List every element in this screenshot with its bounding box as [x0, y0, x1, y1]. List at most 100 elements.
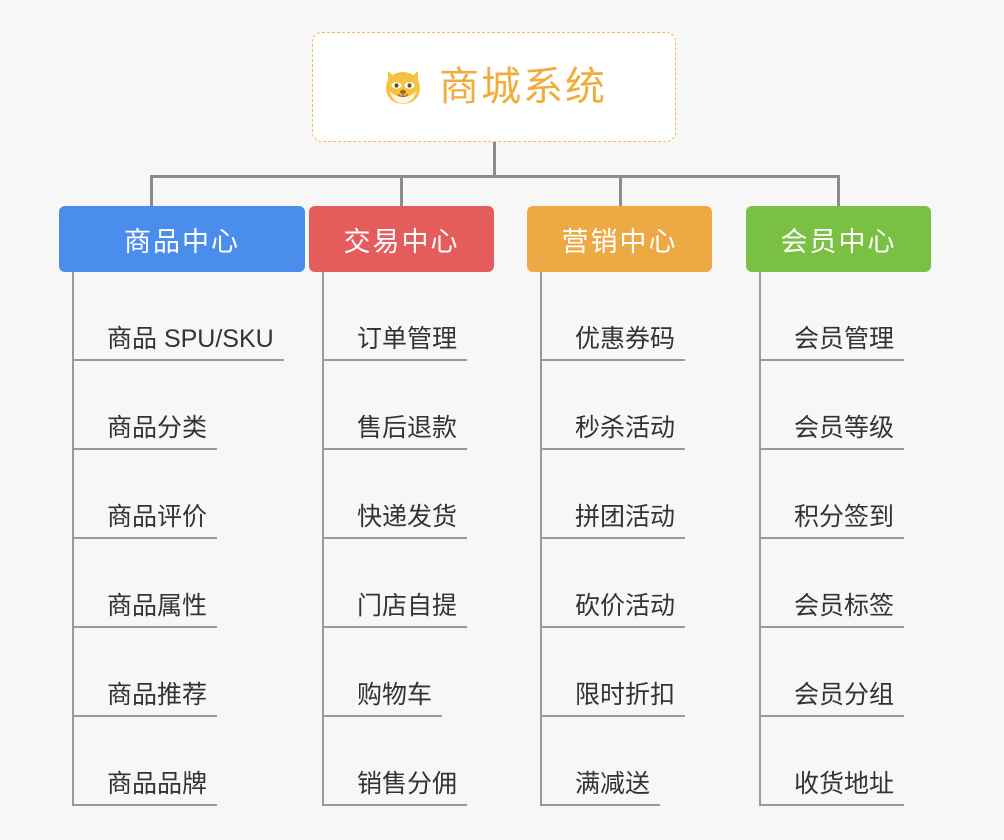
list-item-label: 会员等级 [794, 414, 895, 442]
column-member-center: 会员中心 会员管理 会员等级 积分签到 会员标签 会员分组 [746, 206, 931, 806]
list-item[interactable]: 限时折扣 [541, 628, 712, 717]
item-underline [541, 537, 685, 539]
root-title: 商城系统 [439, 65, 607, 109]
list-item[interactable]: 售后退款 [323, 361, 494, 450]
spine-line [322, 272, 324, 806]
item-underline [323, 359, 467, 361]
category-label: 营销中心 [561, 226, 678, 257]
item-underline [541, 715, 685, 717]
item-underline [73, 715, 217, 717]
column-trade-center: 交易中心 订单管理 售后退款 快递发货 门店自提 购物车 [309, 206, 494, 806]
connector-horizontal-bus [150, 175, 840, 178]
category-header-product-center[interactable]: 商品中心 [59, 206, 305, 272]
category-header-member-center[interactable]: 会员中心 [746, 206, 931, 272]
item-underline [760, 448, 904, 450]
column-product-center: 商品中心 商品 SPU/SKU 商品分类 商品评价 商品属性 商品推荐 [59, 206, 305, 806]
item-underline [541, 448, 685, 450]
list-item-label: 订单管理 [357, 325, 458, 353]
item-underline [73, 626, 217, 628]
item-underline [323, 537, 467, 539]
list-item[interactable]: 商品评价 [73, 450, 305, 539]
item-underline [760, 626, 904, 628]
item-underline [323, 448, 467, 450]
list-item[interactable]: 订单管理 [323, 272, 494, 361]
list-item[interactable]: 商品分类 [73, 361, 305, 450]
connector-root-vertical [493, 142, 496, 177]
connector-drop-4 [837, 175, 840, 210]
item-underline [541, 626, 685, 628]
item-underline [323, 715, 442, 717]
list-item[interactable]: 门店自提 [323, 539, 494, 628]
list-item[interactable]: 会员等级 [760, 361, 931, 450]
list-item-label: 会员管理 [794, 325, 895, 353]
item-underline [541, 804, 660, 806]
list-item-label: 拼团活动 [575, 503, 676, 531]
connector-drop-3 [619, 175, 622, 210]
spine-line [540, 272, 542, 806]
item-underline [73, 804, 217, 806]
list-item-label: 会员标签 [794, 592, 895, 620]
list-item-label: 会员分组 [794, 681, 895, 709]
column-marketing-center: 营销中心 优惠券码 秒杀活动 拼团活动 砍价活动 限时折扣 [527, 206, 712, 806]
list-item[interactable]: 优惠券码 [541, 272, 712, 361]
item-underline [541, 359, 685, 361]
category-label: 商品中心 [124, 226, 240, 257]
root-node[interactable]: 商城系统 [312, 32, 676, 142]
category-label: 交易中心 [343, 226, 460, 257]
list-item-label: 销售分佣 [357, 770, 458, 798]
item-underline [323, 804, 467, 806]
list-item-label: 优惠券码 [575, 325, 676, 353]
list-item-label: 快递发货 [357, 503, 458, 531]
list-item-label: 购物车 [357, 681, 433, 709]
list-item[interactable]: 秒杀活动 [541, 361, 712, 450]
list-item-label: 商品属性 [107, 592, 208, 620]
item-underline [760, 804, 904, 806]
category-label: 会员中心 [780, 226, 897, 257]
list-item[interactable]: 商品品牌 [73, 717, 305, 806]
list-item[interactable]: 商品 SPU/SKU [73, 272, 305, 361]
list-item-label: 砍价活动 [575, 592, 676, 620]
list-item-label: 商品评价 [107, 503, 208, 531]
list-item[interactable]: 拼团活动 [541, 450, 712, 539]
list-item[interactable]: 商品推荐 [73, 628, 305, 717]
list-item-label: 商品推荐 [107, 681, 208, 709]
item-underline [73, 359, 284, 361]
item-underline [760, 359, 904, 361]
item-underline [73, 448, 217, 450]
list-item-label: 商品 SPU/SKU [107, 325, 274, 353]
list-item[interactable]: 会员标签 [760, 539, 931, 628]
list-item[interactable]: 满减送 [541, 717, 712, 806]
item-underline [73, 537, 217, 539]
list-item-label: 秒杀活动 [575, 414, 676, 442]
shiba-dog-icon [381, 65, 425, 109]
list-item-label: 限时折扣 [575, 681, 676, 709]
list-item[interactable]: 销售分佣 [323, 717, 494, 806]
item-list-product-center: 商品 SPU/SKU 商品分类 商品评价 商品属性 商品推荐 商品品牌 [59, 272, 305, 806]
list-item-label: 商品品牌 [107, 770, 208, 798]
spine-line [759, 272, 761, 806]
item-underline [760, 537, 904, 539]
connector-drop-2 [400, 175, 403, 210]
list-item-label: 收货地址 [794, 770, 895, 798]
item-list-member-center: 会员管理 会员等级 积分签到 会员标签 会员分组 收货地址 [746, 272, 931, 806]
list-item[interactable]: 积分签到 [760, 450, 931, 539]
spine-line [72, 272, 74, 806]
item-underline [760, 715, 904, 717]
list-item[interactable]: 会员管理 [760, 272, 931, 361]
category-header-marketing-center[interactable]: 营销中心 [527, 206, 712, 272]
list-item[interactable]: 商品属性 [73, 539, 305, 628]
item-underline [323, 626, 467, 628]
list-item-label: 门店自提 [357, 592, 458, 620]
list-item[interactable]: 购物车 [323, 628, 494, 717]
item-list-trade-center: 订单管理 售后退款 快递发货 门店自提 购物车 销售分佣 [309, 272, 494, 806]
list-item-label: 满减送 [575, 770, 651, 798]
connector-drop-1 [150, 175, 153, 210]
list-item[interactable]: 会员分组 [760, 628, 931, 717]
list-item[interactable]: 快递发货 [323, 450, 494, 539]
item-list-marketing-center: 优惠券码 秒杀活动 拼团活动 砍价活动 限时折扣 满减送 [527, 272, 712, 806]
category-header-trade-center[interactable]: 交易中心 [309, 206, 494, 272]
list-item[interactable]: 收货地址 [760, 717, 931, 806]
list-item-label: 积分签到 [794, 503, 895, 531]
list-item[interactable]: 砍价活动 [541, 539, 712, 628]
